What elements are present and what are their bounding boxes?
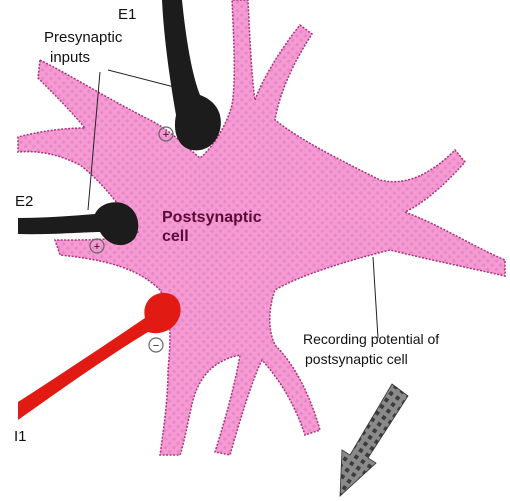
label-presynaptic-line2: inputs [50,49,90,66]
label-recording-line1: Recording potential of [303,331,439,347]
label-postsynaptic-line2: cell [162,228,189,245]
recording-electrode [340,384,408,496]
label-i1: I1 [14,428,27,445]
label-e2: E2 [15,193,33,210]
synapse-sign-i1: − [149,338,163,352]
sign-i1-text: − [153,340,159,352]
label-e1: E1 [118,6,136,23]
axon-i1 [18,293,181,420]
sign-e1-text: + [163,129,169,141]
leader-recording [373,257,378,338]
label-recording-line2: postsynaptic cell [305,351,408,367]
axon-i1-shape [18,293,181,420]
label-postsynaptic-line1: Postsynaptic [162,209,262,226]
leader-presynaptic-e1 [108,70,178,88]
axon-e2-shape [18,202,138,245]
electrode-shape [340,384,408,496]
axon-e1-shape [162,0,221,150]
label-presynaptic-line1: Presynaptic [44,29,123,46]
axon-e1 [162,0,221,150]
sign-e2-text: + [94,241,100,253]
axon-e2 [18,202,138,245]
